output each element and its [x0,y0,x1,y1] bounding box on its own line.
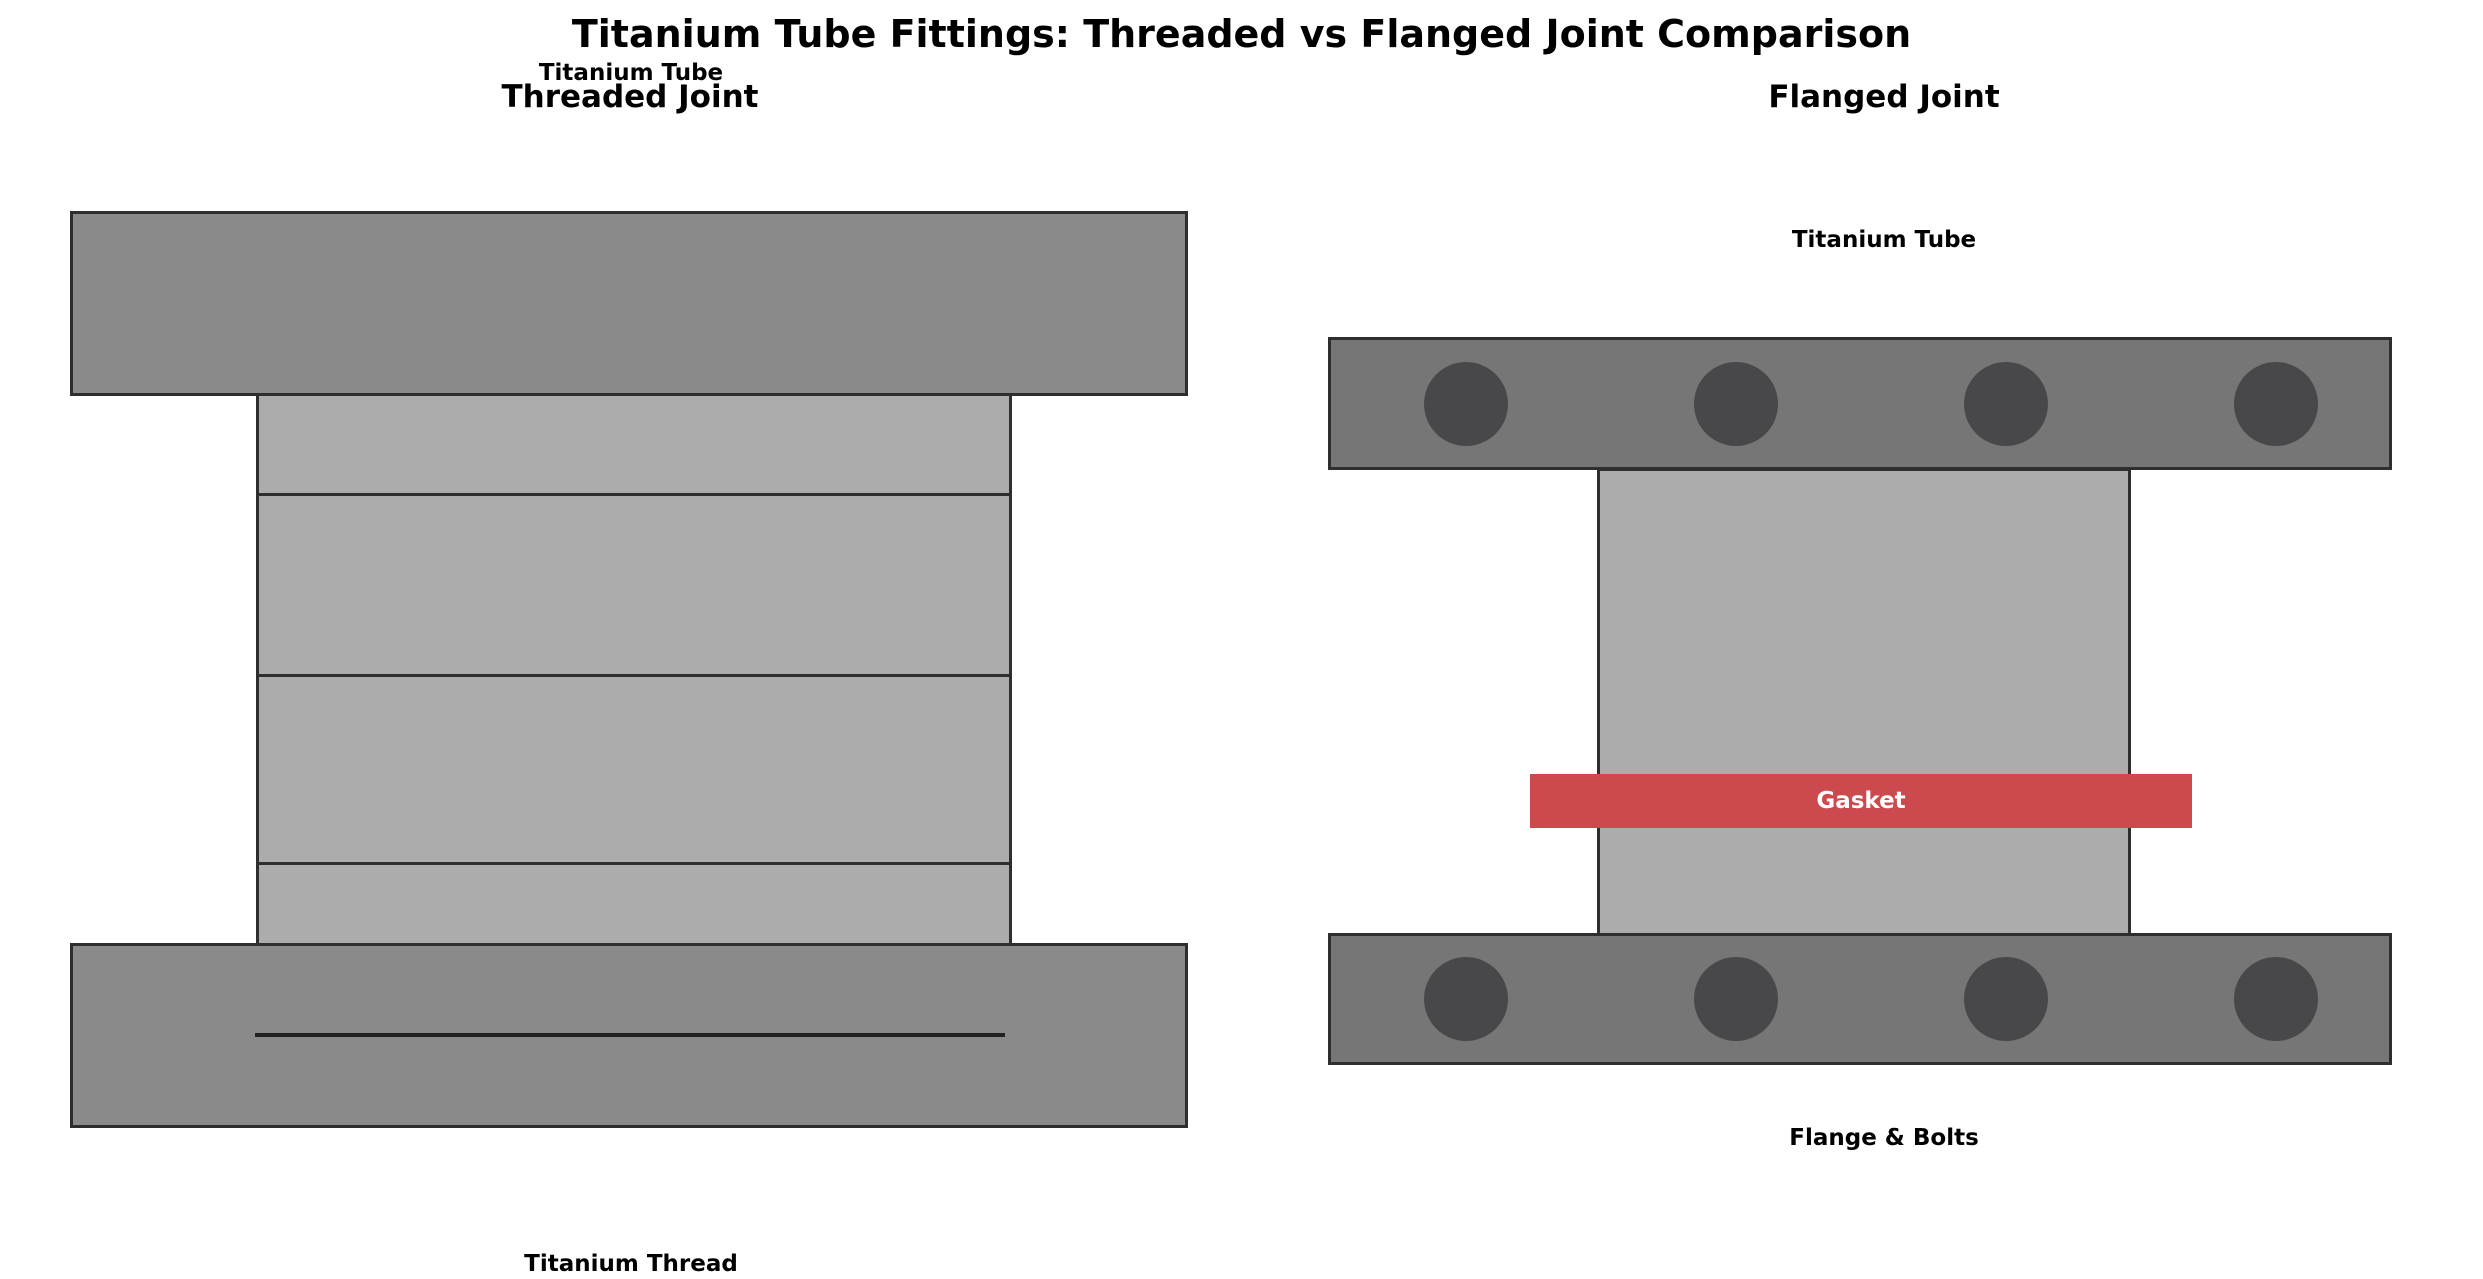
bolt-icon [1964,957,2048,1041]
titanium-thread-line [255,1033,1005,1037]
threaded-tube-body [256,393,1012,949]
bolt-icon [1694,957,1778,1041]
thread-separator-line [258,493,1010,496]
figure-title: Titanium Tube Fittings: Threaded vs Flan… [571,12,1912,56]
threaded-fitting-top-block [70,211,1188,396]
bolt-icon [1424,362,1508,446]
top-flange [1328,337,2392,470]
titanium-thread-label: Titanium Thread [524,1251,738,1277]
left-tube-label: Titanium Tube [538,60,724,86]
flanged-tube-body [1597,468,2131,941]
thread-separator-line [258,674,1010,677]
gasket-bar: Gasket [1530,774,2192,828]
flanged-joint-subtitle: Flanged Joint [1768,79,2000,115]
flange-and-bolts-label: Flange & Bolts [1789,1125,1979,1151]
gasket-label: Gasket [1816,788,1906,814]
threaded-joint-subtitle: Threaded Joint [501,79,759,115]
bolt-icon [1694,362,1778,446]
bottom-flange [1328,933,2392,1065]
bolt-icon [2234,362,2318,446]
bolt-icon [1964,362,2048,446]
bolt-icon [1424,957,1508,1041]
thread-separator-line [258,862,1010,865]
right-tube-label: Titanium Tube [1791,227,1977,253]
bolt-icon [2234,957,2318,1041]
